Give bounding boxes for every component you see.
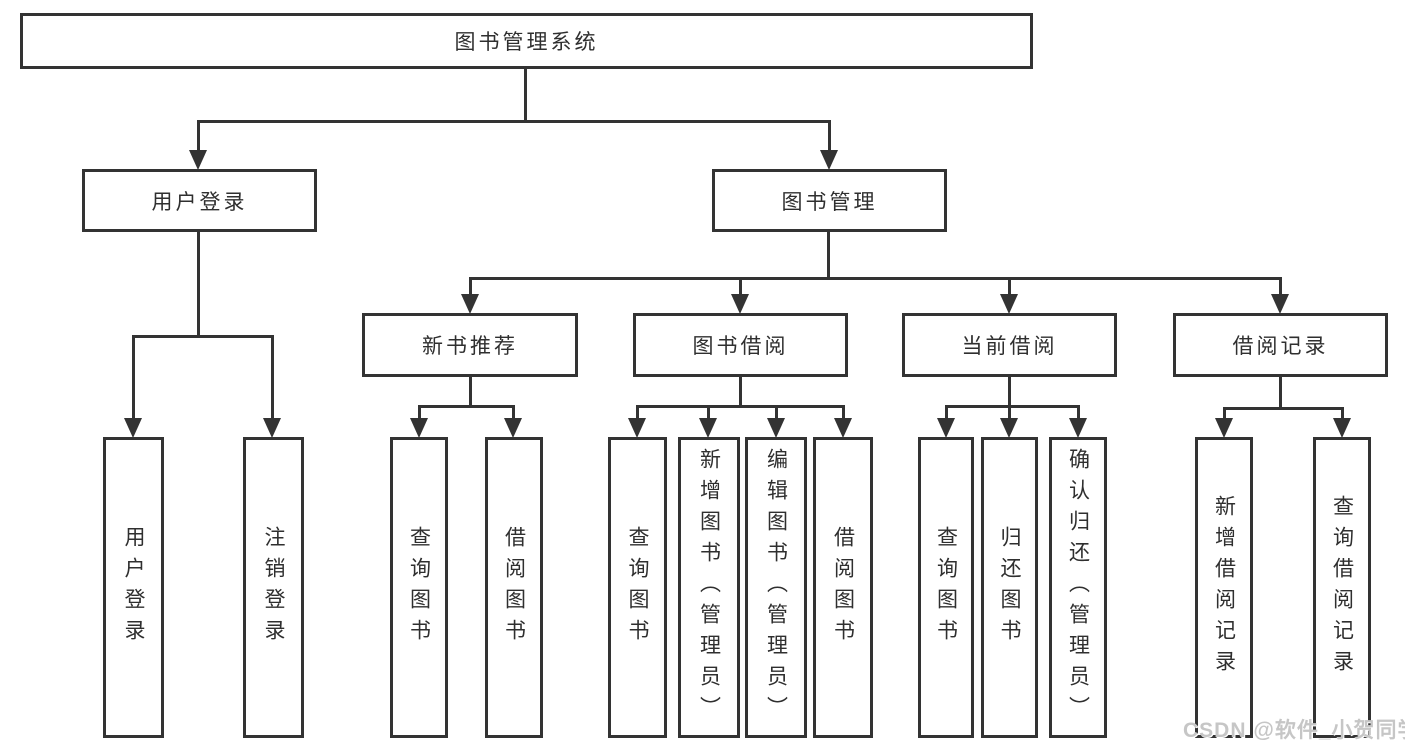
connector-vline [827, 232, 830, 278]
csdn-watermark: CSDN @软件_小贺同学 [1183, 719, 1405, 742]
connector-vline [469, 277, 472, 299]
node-root: 图书管理系统 [20, 13, 1033, 69]
arrowhead-down-icon [834, 418, 852, 438]
arrowhead-down-icon [410, 418, 428, 438]
leaf-bb-edit-book-admin: 编辑图书（管理员） [745, 437, 807, 738]
arrowhead-down-icon [504, 418, 522, 438]
leaf-user-login: 用户登录 [103, 437, 164, 738]
leaf-nbr-query-book: 查询图书 [390, 437, 448, 738]
connector-vline [775, 405, 778, 421]
connector-hline [1223, 407, 1344, 410]
connector-vline [842, 405, 845, 421]
connector-vline [197, 232, 200, 336]
arrowhead-down-icon [1215, 418, 1233, 438]
arrowhead-down-icon [461, 294, 479, 314]
arrowhead-down-icon [189, 150, 207, 170]
connector-vline [418, 405, 421, 421]
connector-hline [418, 405, 515, 408]
connector-hline [945, 405, 1080, 408]
connector-hline [198, 120, 831, 123]
node-book-borrow: 图书借阅 [633, 313, 848, 377]
connector-vline [1279, 377, 1282, 408]
connector-vline [1008, 377, 1011, 406]
connector-vline [1077, 405, 1080, 421]
node-borrow-records: 借阅记录 [1173, 313, 1388, 377]
connector-vline [1008, 405, 1011, 421]
arrowhead-down-icon [124, 418, 142, 438]
leaf-br-query-record: 查询借阅记录 [1313, 437, 1371, 738]
arrowhead-down-icon [731, 294, 749, 314]
arrowhead-down-icon [937, 418, 955, 438]
connector-vline [1223, 407, 1226, 421]
arrowhead-down-icon [1333, 418, 1351, 438]
leaf-logout-login: 注销登录 [243, 437, 304, 738]
leaf-cb-return-book: 归还图书 [981, 437, 1038, 738]
connector-hline [469, 277, 1282, 280]
connector-hline [636, 405, 845, 408]
connector-vline [469, 377, 472, 406]
connector-vline [739, 277, 742, 299]
arrowhead-down-icon [263, 418, 281, 438]
node-user-login: 用户登录 [82, 169, 317, 232]
arrowhead-down-icon [1069, 418, 1087, 438]
connector-vline [636, 405, 639, 421]
connector-vline [739, 377, 742, 406]
arrowhead-down-icon [820, 150, 838, 170]
connector-vline [945, 405, 948, 421]
arrowhead-down-icon [1000, 294, 1018, 314]
arrowhead-down-icon [1000, 418, 1018, 438]
leaf-nbr-borrow-book: 借阅图书 [485, 437, 543, 738]
arrowhead-down-icon [767, 418, 785, 438]
connector-vline [1341, 407, 1344, 421]
connector-vline [524, 69, 527, 121]
connector-hline [133, 335, 274, 338]
arrowhead-down-icon [628, 418, 646, 438]
connector-vline [197, 120, 200, 152]
connector-vline [1279, 277, 1282, 299]
connector-vline [132, 335, 135, 420]
connector-vline [512, 405, 515, 421]
leaf-cb-confirm-return-admin: 确认归还（管理员） [1049, 437, 1107, 738]
leaf-cb-query-book: 查询图书 [918, 437, 974, 738]
leaf-br-add-record: 新增借阅记录 [1195, 437, 1253, 738]
connector-vline [828, 120, 831, 152]
arrowhead-down-icon [699, 418, 717, 438]
node-book-management: 图书管理 [712, 169, 947, 232]
node-new-book-recommend: 新书推荐 [362, 313, 578, 377]
connector-vline [1008, 277, 1011, 299]
leaf-bb-borrow-book: 借阅图书 [813, 437, 873, 738]
leaf-bb-add-book-admin: 新增图书（管理员） [678, 437, 740, 738]
connector-vline [271, 335, 274, 420]
arrowhead-down-icon [1271, 294, 1289, 314]
connector-vline [707, 405, 710, 421]
node-current-borrow: 当前借阅 [902, 313, 1117, 377]
leaf-bb-query-book: 查询图书 [608, 437, 667, 738]
